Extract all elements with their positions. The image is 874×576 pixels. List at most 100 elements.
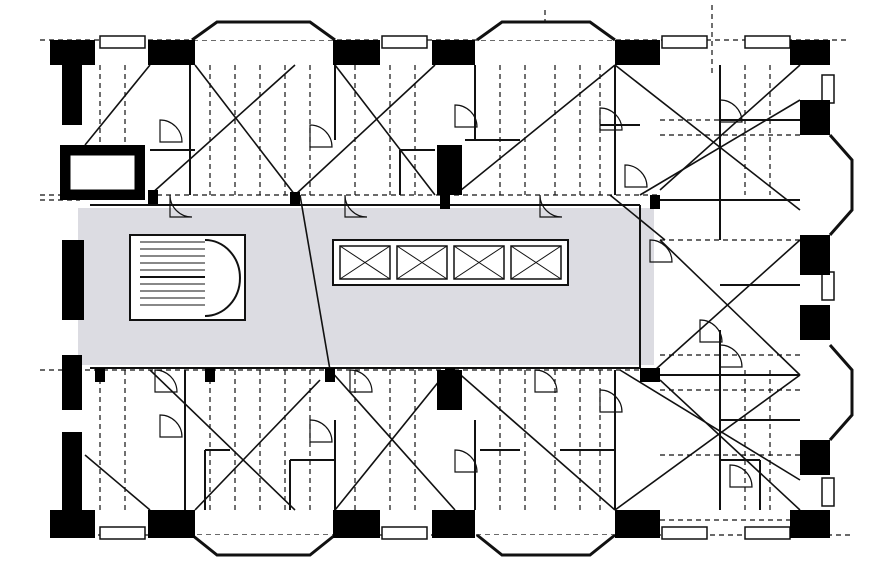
elevator-x bbox=[453, 245, 505, 280]
elevator-x bbox=[510, 245, 562, 280]
door-swing bbox=[699, 319, 723, 343]
structural-columns bbox=[50, 40, 830, 538]
column bbox=[62, 355, 82, 410]
diagonal-line bbox=[334, 64, 436, 196]
small-column bbox=[640, 368, 650, 382]
bay-window bbox=[828, 134, 854, 236]
door-swing bbox=[719, 99, 743, 123]
stair bbox=[129, 234, 246, 321]
door-swing bbox=[309, 124, 333, 148]
small-column bbox=[205, 368, 215, 382]
doors bbox=[154, 99, 753, 488]
window bbox=[821, 477, 835, 507]
diagonal-line bbox=[194, 64, 296, 196]
column bbox=[790, 40, 830, 65]
diagonal-line bbox=[149, 64, 296, 196]
diagonal-line bbox=[639, 99, 801, 196]
window bbox=[99, 35, 146, 49]
diagonal-line bbox=[194, 379, 321, 511]
column bbox=[148, 40, 195, 65]
small-column bbox=[650, 368, 660, 382]
elevator-car bbox=[510, 245, 562, 280]
column bbox=[333, 510, 380, 538]
bay-window bbox=[191, 20, 336, 42]
door-swing bbox=[154, 369, 178, 393]
diagonal-line bbox=[614, 374, 801, 511]
small-column bbox=[440, 195, 450, 209]
windows bbox=[99, 35, 835, 540]
door-swing bbox=[649, 239, 673, 263]
diagonal-line bbox=[659, 239, 801, 376]
bay-window bbox=[828, 344, 854, 441]
door-swing bbox=[169, 194, 193, 218]
small-column bbox=[650, 195, 660, 209]
column bbox=[615, 510, 660, 538]
column bbox=[790, 510, 830, 538]
diagonal-line bbox=[659, 379, 801, 511]
diagonal-line bbox=[299, 194, 331, 371]
bay-window bbox=[476, 533, 616, 557]
bay-window bbox=[191, 533, 336, 557]
small-column bbox=[290, 192, 300, 206]
diagonal-line bbox=[454, 369, 616, 511]
door-swing bbox=[624, 164, 648, 188]
window bbox=[744, 35, 791, 49]
bay-windows bbox=[191, 20, 854, 557]
door-swing bbox=[599, 389, 623, 413]
diagonal-line bbox=[614, 64, 801, 211]
interior-walls bbox=[90, 65, 800, 510]
door-swing bbox=[159, 119, 183, 143]
window bbox=[661, 526, 708, 540]
diagonal-line bbox=[334, 379, 441, 511]
column bbox=[615, 40, 660, 65]
small-column bbox=[148, 190, 158, 204]
column bbox=[50, 40, 95, 65]
column bbox=[62, 240, 84, 320]
window bbox=[381, 35, 428, 49]
window bbox=[99, 526, 146, 540]
column bbox=[148, 510, 195, 538]
elevator-x bbox=[339, 245, 391, 280]
diagonal-line bbox=[294, 64, 436, 196]
elevators bbox=[332, 239, 569, 286]
window bbox=[821, 74, 835, 104]
small-column bbox=[445, 368, 455, 382]
window bbox=[821, 271, 835, 301]
column bbox=[62, 65, 82, 125]
shaft-opening bbox=[69, 154, 136, 191]
diagonal-line bbox=[84, 454, 151, 511]
diagonal-line bbox=[609, 194, 666, 241]
door-swing bbox=[309, 419, 333, 443]
door-swing bbox=[729, 464, 753, 488]
door-swing bbox=[454, 104, 478, 128]
column bbox=[62, 432, 82, 510]
door-swing bbox=[534, 369, 558, 393]
column bbox=[432, 510, 475, 538]
window bbox=[744, 526, 791, 540]
column bbox=[50, 510, 95, 538]
column bbox=[800, 440, 830, 475]
small-column bbox=[95, 368, 105, 382]
diagonal-lines bbox=[84, 64, 801, 511]
diagonal-line bbox=[149, 369, 296, 511]
column bbox=[800, 305, 830, 340]
diagonal-line bbox=[84, 64, 151, 146]
door-swing bbox=[719, 344, 743, 368]
window bbox=[381, 526, 428, 540]
diagonal-line bbox=[454, 64, 616, 196]
elevator-x bbox=[396, 245, 448, 280]
column bbox=[432, 40, 475, 65]
door-swing bbox=[454, 449, 478, 473]
elevator-car bbox=[339, 245, 391, 280]
window bbox=[661, 35, 708, 49]
door-swing bbox=[159, 414, 183, 438]
elevator-bank bbox=[332, 239, 569, 286]
small-column bbox=[325, 368, 335, 382]
diagonal-line bbox=[619, 369, 801, 481]
column bbox=[333, 40, 380, 65]
door-swing bbox=[539, 194, 563, 218]
door-swing bbox=[344, 194, 368, 218]
door-swing bbox=[599, 107, 623, 131]
elevator-car bbox=[396, 245, 448, 280]
